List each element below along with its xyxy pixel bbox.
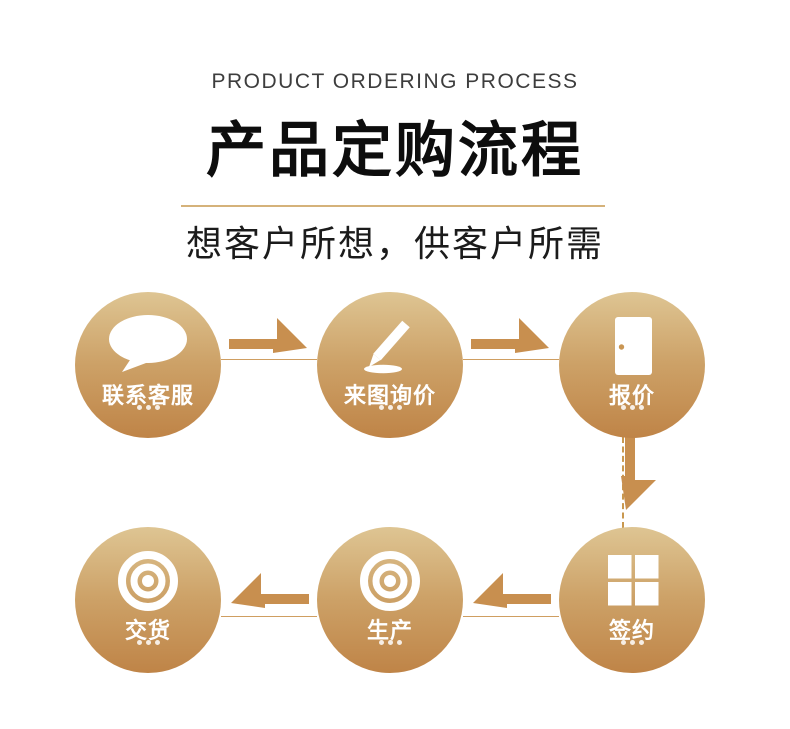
step-dots [559,405,705,410]
step-label: 联系客服 [101,383,194,408]
divider-line [181,205,605,207]
connector-line [221,359,317,360]
step-dots [317,640,463,645]
step-dots [559,640,705,645]
step-node-sign-contract: 签约 [559,527,705,673]
connector-line [463,616,559,617]
step-node-drawing-inquiry: 来图询价 [317,292,463,438]
connector-line [463,359,559,360]
eyebrow-text: PRODUCT ORDERING PROCESS [211,70,579,93]
step-label: 交货 [124,618,171,643]
page-title: 产品定购流程 [206,117,584,184]
step-node-quotation: 报价 [559,292,705,438]
step-dots [317,405,463,410]
arrow-left-icon [471,571,551,609]
pen-sketch-icon [350,314,430,378]
arrow-right-icon [471,316,551,354]
step-label: 报价 [608,383,655,408]
target-icon [350,549,430,613]
step-node-contact-service: 联系客服 [75,292,221,438]
target-icon [108,549,188,613]
speech-bubble-icon [108,314,188,378]
connector-line [221,616,317,617]
step-label: 生产 [366,618,413,643]
arrow-down-icon [620,432,658,512]
window-panes-icon [592,549,672,613]
step-label: 签约 [608,618,655,643]
step-label: 来图询价 [343,383,436,408]
step-node-production: 生产 [317,527,463,673]
arrow-left-icon [229,571,309,609]
subtitle-text: 想客户所想，供客户所需 [185,223,604,264]
step-dots [75,640,221,645]
step-dots [75,405,221,410]
arrow-right-icon [229,316,309,354]
step-node-delivery: 交货 [75,527,221,673]
door-icon [592,314,672,378]
